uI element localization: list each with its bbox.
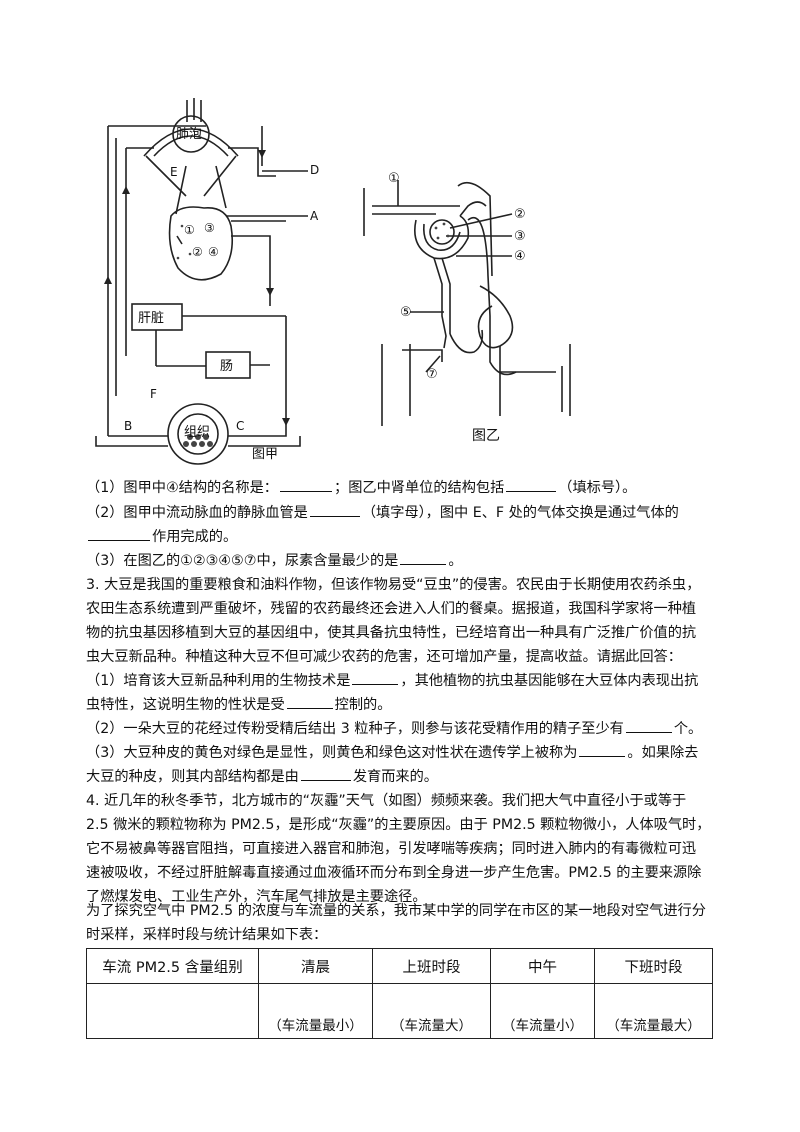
label-alveolus: 肺泡 bbox=[176, 127, 202, 142]
q2-part1: （1）图甲中④结构的名称是：；图乙中肾单位的结构包括（填标号）。 bbox=[86, 477, 726, 499]
q4-line-7: 时采样，采样时段与统计结果如下表： bbox=[86, 927, 328, 943]
q3-intro-2: 农田生态系统遭到严重破坏，残留的农药最终还会进入人们的餐桌。据报道，我国科学家将… bbox=[86, 601, 697, 617]
q2-part3: （3）在图乙的①②③④⑤⑦中，尿素含量最少的是。 bbox=[86, 550, 726, 572]
pm25-table: 车流 PM2.5 含量组别 清晨 上班时段 中午 下班时段 （车流量最小） （车… bbox=[86, 948, 713, 1039]
q4-line-3: 它不易被鼻等器官阻挡，可直接进入器官和肺泡，引发哮喘等疾病；同时进入肺内的有毒微… bbox=[86, 841, 697, 857]
answer-blank[interactable] bbox=[300, 766, 351, 781]
table-cell bbox=[86, 983, 259, 1039]
label-n1: ① bbox=[184, 223, 195, 237]
q3-part3-cont: 大豆的种皮，则其内部结构都是由发育而来的。 bbox=[86, 766, 726, 788]
answer-blank[interactable] bbox=[506, 477, 557, 492]
label-intestine: 肠 bbox=[220, 359, 233, 374]
label-n3: ③ bbox=[204, 221, 215, 235]
label-tissue: 组织 bbox=[184, 425, 210, 440]
label-n4: ④ bbox=[208, 245, 219, 259]
q3-intro-1: 3. 大豆是我国的重要粮食和油料作物，但该作物易受“豆虫”的侵害。农民由于长期使… bbox=[86, 577, 701, 593]
table-cell: （车流量最大） bbox=[594, 983, 713, 1039]
q4-line-4: 速被吸收，不经过肝脏解毒直接通过血液循环而分布到全身进一步产生危害。PM2.5 … bbox=[86, 865, 702, 881]
figure-b: ① ② ③ ④ ⑤ ⑦ 图乙 bbox=[350, 166, 590, 448]
table-row: （车流量最小） （车流量大） （车流量小） （车流量最大） bbox=[86, 983, 713, 1039]
q3-part1-cont: 虫特性，这说明生物的性状是受控制的。 bbox=[86, 694, 726, 716]
answer-blank[interactable] bbox=[309, 502, 360, 517]
figure-a-caption: 图甲 bbox=[252, 447, 278, 462]
table-header-cell: 上班时段 bbox=[372, 948, 491, 984]
answer-blank[interactable] bbox=[88, 526, 150, 541]
q4-line-1: 4. 近几年的秋冬季节，北方城市的“灰霾”天气（如图）频频来袭。我们把大气中直径… bbox=[86, 793, 687, 809]
label-n4: ④ bbox=[514, 249, 526, 264]
answer-blank[interactable] bbox=[280, 477, 332, 492]
label-liver: 肝脏 bbox=[138, 311, 164, 326]
table-header-cell: 中午 bbox=[490, 948, 595, 984]
answer-blank[interactable] bbox=[352, 670, 399, 685]
q3-intro-4: 虫大豆新品种。种植这种大豆不但可减少农药的危害，还可增加产量，提高收益。请据此回… bbox=[86, 649, 682, 665]
label-b: B bbox=[124, 419, 132, 433]
label-f: F bbox=[150, 387, 157, 401]
label-a: A bbox=[310, 209, 319, 223]
answer-blank[interactable] bbox=[286, 694, 333, 709]
answer-blank[interactable] bbox=[400, 550, 447, 565]
table-cell: （车流量最小） bbox=[258, 983, 373, 1039]
label-n2: ② bbox=[514, 207, 526, 222]
label-n7: ⑦ bbox=[426, 367, 438, 382]
q3-part3: （3）大豆种皮的黄色对绿色是显性，则黄色和绿色这对性状在遗传学上被称为。如果除去 bbox=[86, 742, 726, 764]
q2-part2-cont: 作用完成的。 bbox=[86, 526, 726, 548]
label-n3: ③ bbox=[514, 229, 526, 244]
label-n1: ① bbox=[388, 171, 400, 186]
label-c: C bbox=[236, 419, 244, 433]
q4-line-2: 2.5 微米的颗粒物称为 PM2.5，是形成“灰霾”的主要原因。由于 PM2.5… bbox=[86, 817, 711, 833]
table-cell: （车流量小） bbox=[490, 983, 595, 1039]
figure-b-drawing: ① ② ③ ④ ⑤ ⑦ 图乙 bbox=[363, 171, 571, 444]
label-d: D bbox=[310, 163, 319, 177]
answer-blank[interactable] bbox=[625, 718, 672, 733]
figure-b-caption: 图乙 bbox=[472, 428, 500, 444]
q3-part1: （1）培育该大豆新品种利用的生物技术是，其他植物的抗虫基因能够在大豆体内表现出抗 bbox=[86, 670, 726, 692]
table-header-cell: 车流 PM2.5 含量组别 bbox=[86, 948, 259, 984]
label-n5: ⑤ bbox=[400, 305, 412, 320]
q4-line-6: 为了探究空气中 PM2.5 的浓度与车流量的关系，我市某中学的同学在市区的某一地… bbox=[86, 903, 706, 919]
answer-blank[interactable] bbox=[579, 742, 626, 757]
q4-line-5: 了燃煤发电、工业生产外，汽车尾气排放是主要途径。 bbox=[86, 889, 427, 905]
table-header-cell: 清晨 bbox=[258, 948, 373, 984]
q3-intro-3: 物的抗虫基因移植到大豆的基因组中，使其具备抗虫特性，已经培育出一种具有广泛推广价… bbox=[86, 625, 697, 641]
figure-a-drawing: 肺泡 E D A ① ③ ② ④ 肝脏 肠 F 组织 B C 图甲 bbox=[95, 98, 319, 465]
table-cell: （车流量大） bbox=[372, 983, 491, 1039]
table-header-row: 车流 PM2.5 含量组别 清晨 上班时段 中午 下班时段 bbox=[86, 948, 713, 984]
figure-a: 肺泡 E D A ① ③ ② ④ 肝脏 肠 F 组织 B C 图甲 bbox=[86, 96, 336, 468]
table-header-cell: 下班时段 bbox=[594, 948, 713, 984]
label-e: E bbox=[170, 165, 178, 179]
q2-part2: （2）图甲中流动脉血的静脉血管是（填字母），图中 E、F 处的气体交换是通过气体… bbox=[86, 502, 726, 524]
q3-part2: （2）一朵大豆的花经过传粉受精后结出 3 粒种子，则参与该花受精作用的精子至少有… bbox=[86, 718, 726, 740]
label-n2: ② bbox=[192, 245, 203, 259]
